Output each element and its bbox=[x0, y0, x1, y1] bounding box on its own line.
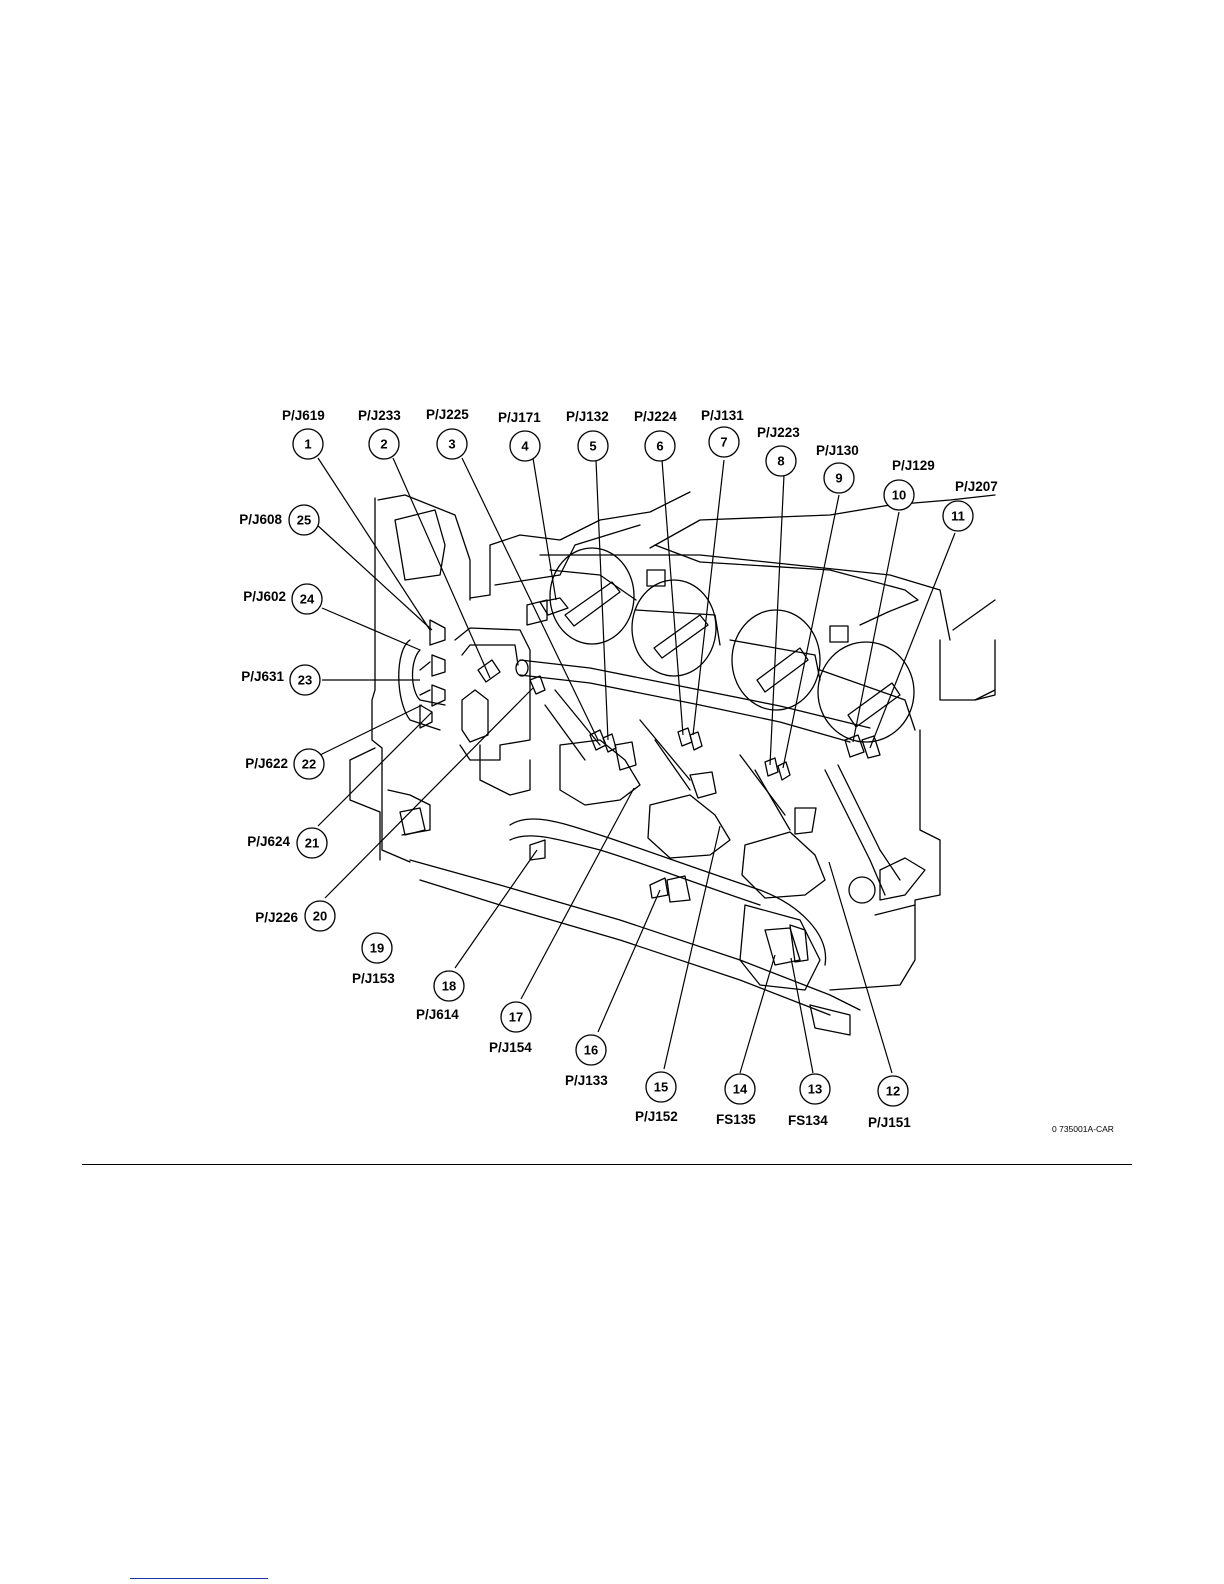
callout-number: 19 bbox=[370, 941, 384, 956]
callout-number: 11 bbox=[951, 509, 965, 524]
callout-3: 3 P/J225 bbox=[426, 407, 469, 459]
figure-id: 0 735001A-CAR bbox=[1052, 1124, 1114, 1134]
callout-25: 25 P/J608 bbox=[239, 505, 319, 535]
callout-number: 6 bbox=[656, 439, 663, 454]
callout-9: 9 P/J130 bbox=[816, 443, 859, 493]
callout-number: 21 bbox=[305, 836, 319, 851]
connector-label: P/J154 bbox=[489, 1040, 532, 1055]
callout-11: 11 P/J207 bbox=[943, 479, 998, 531]
callout-number: 3 bbox=[448, 437, 455, 452]
callout-18: 18P/J614 bbox=[416, 971, 464, 1022]
connector-label: P/J153 bbox=[352, 971, 395, 986]
callout-22: 22 P/J622 bbox=[245, 749, 324, 779]
connector-label: P/J619 bbox=[282, 408, 325, 423]
connector-label: P/J614 bbox=[416, 1007, 459, 1022]
callout-number: 16 bbox=[584, 1043, 598, 1058]
callout-number: 1 bbox=[304, 437, 311, 452]
callout-number: 22 bbox=[302, 757, 316, 772]
callout-number: 12 bbox=[886, 1084, 900, 1099]
connector-label: P/J151 bbox=[868, 1115, 911, 1130]
connector-label: P/J223 bbox=[757, 425, 800, 440]
connector-label: P/J132 bbox=[566, 409, 609, 424]
connector-label: P/J133 bbox=[565, 1073, 608, 1088]
callout-number: 5 bbox=[589, 439, 596, 454]
footer-link-underline bbox=[130, 1578, 268, 1579]
callout-number: 18 bbox=[442, 979, 456, 994]
connector-label: P/J602 bbox=[243, 589, 286, 604]
callout-number: 17 bbox=[509, 1010, 523, 1025]
callout-24: 24 P/J602 bbox=[243, 584, 322, 614]
connector-label: P/J207 bbox=[955, 479, 998, 494]
connector-label: P/J608 bbox=[239, 512, 282, 527]
callout-number: 9 bbox=[835, 471, 842, 486]
callout-17: 17P/J154 bbox=[489, 1002, 532, 1055]
callout-number: 2 bbox=[380, 437, 387, 452]
connector-label: P/J152 bbox=[635, 1109, 678, 1124]
callout-7: 7 P/J131 bbox=[701, 408, 744, 457]
callout-number: 20 bbox=[313, 909, 327, 924]
connector-label: P/J171 bbox=[498, 410, 541, 425]
connector-label: P/J631 bbox=[241, 669, 284, 684]
connector-label: P/J130 bbox=[816, 443, 859, 458]
callout-number: 13 bbox=[808, 1082, 822, 1097]
callout-number: 25 bbox=[297, 513, 311, 528]
connector-label: P/J233 bbox=[358, 408, 401, 423]
callout-20: 20 P/J226 bbox=[255, 901, 335, 931]
callout-8: 8 P/J223 bbox=[757, 425, 800, 476]
connector-label: P/J624 bbox=[247, 834, 290, 849]
callout-number: 14 bbox=[733, 1082, 748, 1097]
callout-number: 15 bbox=[654, 1080, 668, 1095]
callout-number: 10 bbox=[892, 488, 906, 503]
connector-label: FS135 bbox=[716, 1112, 756, 1127]
callout-6: 6 P/J224 bbox=[634, 409, 677, 461]
connector-label: P/J226 bbox=[255, 910, 298, 925]
machine-line-art bbox=[350, 492, 995, 1035]
callout-number: 4 bbox=[521, 439, 529, 454]
callout-5: 5 P/J132 bbox=[566, 409, 609, 461]
page-divider-rule bbox=[82, 1164, 1132, 1165]
connector-label: FS134 bbox=[788, 1113, 828, 1128]
callout-16: 16P/J133 bbox=[565, 1035, 608, 1088]
callout-12: 12P/J151 bbox=[868, 1076, 911, 1130]
callout-number: 8 bbox=[777, 454, 784, 469]
callout-number: 7 bbox=[720, 435, 727, 450]
connector-label: P/J622 bbox=[245, 756, 288, 771]
callout-number: 23 bbox=[298, 673, 312, 688]
callout-number: 24 bbox=[300, 592, 315, 607]
callout-2: 2 P/J233 bbox=[358, 408, 401, 459]
connector-label: P/J225 bbox=[426, 407, 469, 422]
callout-4: 4 P/J171 bbox=[498, 410, 541, 461]
connector-label: P/J131 bbox=[701, 408, 744, 423]
callout-19: 19P/J153 bbox=[352, 933, 395, 986]
callout-1: 1 P/J619 bbox=[282, 408, 325, 459]
connector-label: P/J224 bbox=[634, 409, 677, 424]
callout-15: 15P/J152 bbox=[635, 1072, 678, 1124]
connector-label: P/J129 bbox=[892, 458, 935, 473]
callout-21: 21 P/J624 bbox=[247, 828, 327, 858]
callout-23: 23 P/J631 bbox=[241, 665, 320, 695]
callout-group: 1P/J6192P/J2333P/J2254P/J1715P/J1326P/J2… bbox=[239, 407, 998, 1130]
